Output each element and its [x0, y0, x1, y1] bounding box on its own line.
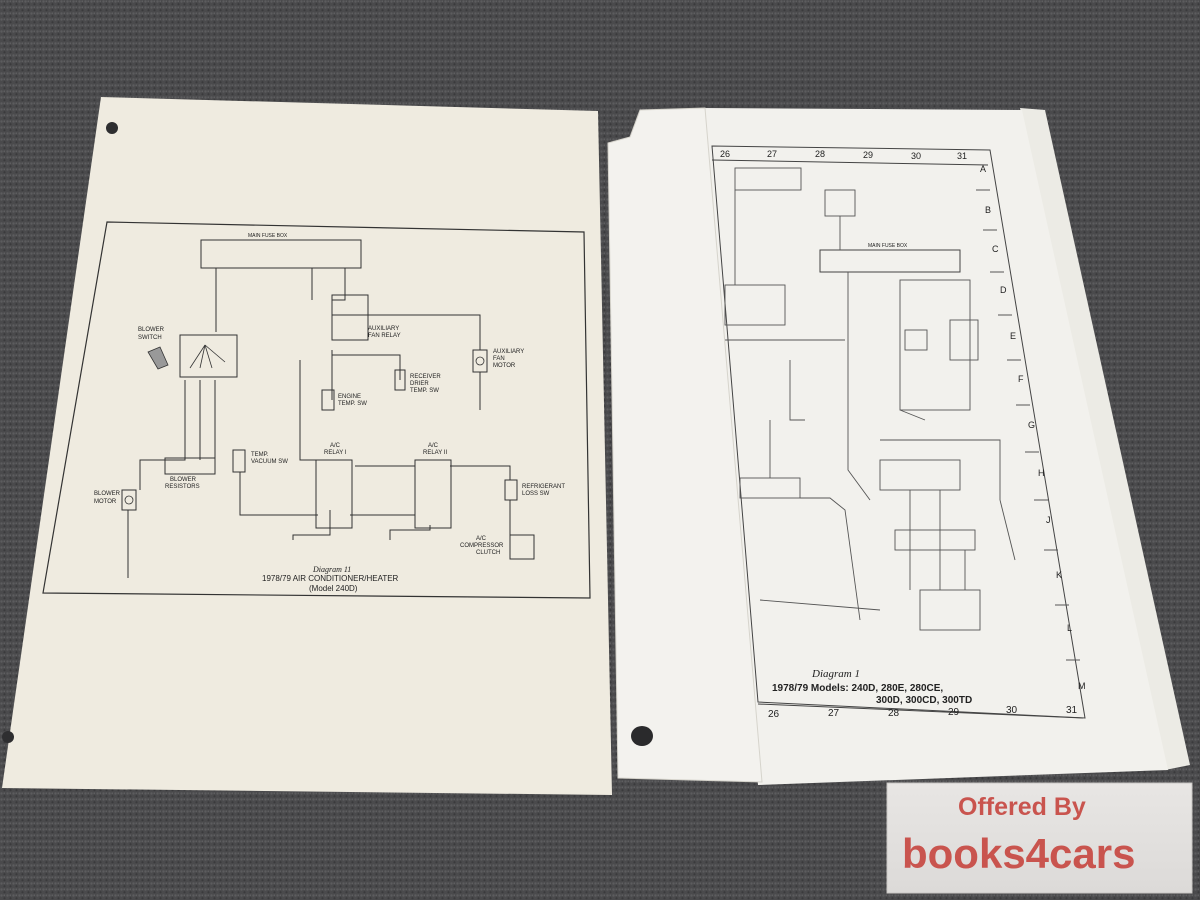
row-j: J	[1046, 515, 1051, 525]
col-bottom-26: 26	[768, 709, 780, 720]
right-diagram-models-1: 1978/79 Models: 240D, 280E, 280CE,	[772, 683, 943, 694]
watermark-brand: books4cars	[902, 830, 1135, 877]
ac-relay-2-label-2: RELAY II	[423, 450, 447, 456]
right-rows: A B C D E F G H J K L M	[980, 164, 1086, 691]
col-bottom-30: 30	[1006, 705, 1018, 716]
col-top-26: 26	[720, 149, 730, 159]
right-columns-top: 26 27 28 29 30 31	[720, 149, 967, 161]
col-top-28: 28	[815, 149, 825, 159]
col-bottom-27: 27	[828, 708, 840, 719]
compressor-label-3: CLUTCH	[476, 550, 500, 556]
col-top-29: 29	[863, 150, 873, 160]
row-f: F	[1018, 374, 1024, 384]
aux-fan-relay-label-1: AUXILIARY	[368, 326, 399, 332]
row-c: C	[992, 244, 999, 254]
left-diagram-number: Diagram 11	[312, 565, 351, 574]
blower-knob-icon	[147, 346, 169, 370]
right-wiring	[720, 167, 1016, 631]
blower-switch-box	[179, 334, 238, 378]
temp-vacuum-switch	[232, 449, 246, 473]
ac-relay-1-label-1: A/C	[330, 443, 341, 449]
blower-switch-label-1: BLOWER	[138, 327, 165, 333]
right-sheet-edge	[1020, 108, 1190, 770]
watermark-offered-by: Offered By	[958, 793, 1086, 821]
right-fuse-box	[819, 249, 961, 273]
aux-fan-relay-box	[331, 294, 369, 341]
row-b: B	[985, 205, 991, 215]
right-row-ticks	[976, 189, 1080, 661]
compressor-label-1: A/C	[476, 536, 487, 542]
flap-punch-hole	[631, 726, 653, 746]
left-diagram-title: 1978/79 AIR CONDITIONER/HEATER	[262, 574, 399, 583]
aux-fan-motor-box	[472, 349, 488, 373]
left-diagram-frame	[42, 221, 591, 599]
compressor-label-2: COMPRESSOR	[460, 543, 504, 549]
right-fuse-box-label: MAIN FUSE BOX	[868, 243, 908, 249]
row-l: L	[1067, 623, 1072, 633]
engine-temp-label-1: ENGINE	[338, 394, 361, 400]
ac-relay-1-label-2: RELAY I	[324, 450, 347, 456]
left-diagram-model: (Model 240D)	[309, 584, 358, 593]
blower-motor-box	[121, 489, 137, 511]
ac-relay-2-label-1: A/C	[428, 443, 439, 449]
row-a: A	[980, 164, 986, 174]
left-sheet: MAIN FUSE BOX	[2, 97, 612, 795]
right-columns-bottom: 26 27 28 29 30 31	[768, 705, 1078, 720]
temp-vacuum-label-2: VACUUM SW	[251, 459, 288, 465]
blower-motor-label-2: MOTOR	[94, 499, 117, 505]
right-diagram-number: Diagram 1	[811, 668, 860, 680]
blower-motor-label-1: BLOWER	[94, 491, 121, 497]
row-e: E	[1010, 331, 1016, 341]
refrigerant-label-1: REFRIGERANT	[522, 484, 565, 490]
receiver-drier-switch	[394, 369, 406, 391]
col-bottom-28: 28	[888, 708, 900, 719]
receiver-drier-label-2: DRIER	[410, 381, 429, 387]
row-d: D	[1000, 285, 1007, 295]
right-sheet-main	[700, 108, 1168, 785]
watermark-box	[886, 782, 1193, 894]
temp-vacuum-label-1: TEMP.	[251, 452, 269, 458]
engine-temp-label-2: TEMP. SW	[338, 401, 367, 407]
row-h: H	[1038, 468, 1045, 478]
left-wiring	[127, 268, 511, 578]
receiver-drier-label-1: RECEIVER	[410, 374, 441, 380]
aux-fan-motor-label-2: FAN	[493, 356, 505, 362]
col-top-31: 31	[957, 151, 967, 161]
row-m: M	[1078, 681, 1086, 691]
ac-relay-2-box	[414, 459, 452, 529]
blower-resistors-label-1: BLOWER	[170, 477, 197, 483]
refrigerant-switch	[504, 479, 518, 501]
row-g: G	[1028, 420, 1035, 430]
right-diagram-models-2: 300D, 300CD, 300TD	[876, 695, 972, 706]
right-sheet: 26 27 28 29 30 31 A B C D E F G H J K L …	[700, 108, 1190, 785]
receiver-drier-label-3: TEMP. SW	[410, 388, 439, 394]
engine-temp-switch	[321, 389, 335, 411]
blower-resistors-label-2: RESISTORS	[165, 484, 200, 490]
right-grid-frame	[711, 145, 1086, 719]
aux-fan-motor-label-1: AUXILIARY	[493, 349, 524, 355]
left-fuse-box-label: MAIN FUSE BOX	[248, 233, 288, 239]
folded-flap	[607, 107, 763, 783]
punch-hole-left	[2, 731, 14, 743]
watermark: Offered By books4cars	[886, 782, 1193, 894]
row-k: K	[1056, 570, 1062, 580]
col-top-27: 27	[767, 149, 777, 159]
col-bottom-31: 31	[1066, 705, 1078, 716]
ac-relay-1-box	[315, 459, 353, 529]
aux-fan-relay-label-2: FAN RELAY	[368, 333, 401, 339]
col-bottom-29: 29	[948, 707, 960, 718]
refrigerant-label-2: LOSS SW	[522, 491, 550, 497]
col-top-30: 30	[911, 151, 921, 161]
blower-switch-contacts	[189, 344, 226, 369]
aux-fan-motor-label-3: MOTOR	[493, 363, 516, 369]
blower-switch-label-2: SWITCH	[138, 335, 162, 341]
compressor-clutch-box	[509, 534, 535, 560]
punch-hole-top	[106, 122, 118, 134]
left-fuse-box	[200, 239, 362, 269]
blower-resistors-box	[164, 457, 216, 475]
